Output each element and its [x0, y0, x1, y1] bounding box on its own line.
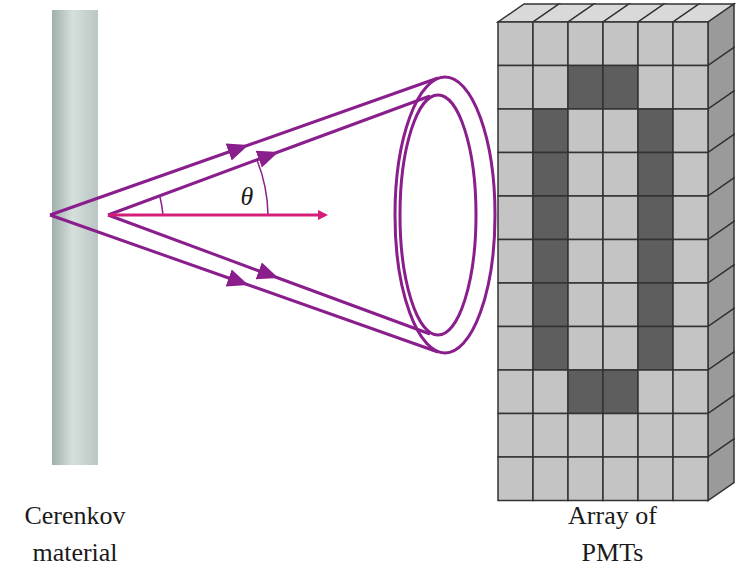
pmt-cell [673, 240, 708, 284]
pmt-cell [673, 22, 708, 66]
pmt-cell [673, 196, 708, 240]
pmt-cell [673, 327, 708, 371]
pmt-cell [638, 66, 673, 110]
pmt-cell [533, 414, 568, 458]
pmt-cell [533, 457, 568, 501]
pmt-cell [603, 327, 638, 371]
angle-label: θ [232, 184, 262, 210]
pmt-cell [603, 283, 638, 327]
pmt-cell [673, 153, 708, 197]
pmt-cell [498, 327, 533, 371]
pmt-cell [568, 22, 603, 66]
pmt-cell [603, 370, 638, 414]
pmt-cell [498, 283, 533, 327]
cerenkov-cone [50, 77, 495, 353]
part-label: Array of PMTs [545, 497, 680, 572]
pmt-cell [568, 153, 603, 197]
pmt-cell [498, 66, 533, 110]
pmt-cell [533, 240, 568, 284]
pmt-cell [568, 457, 603, 501]
pmt-cell [498, 109, 533, 153]
pmt-cell [498, 153, 533, 197]
pmt-cell [533, 66, 568, 110]
pmt-cell [638, 109, 673, 153]
pmt-cell [603, 153, 638, 197]
pmt-cell [638, 240, 673, 284]
pmt-cell [603, 196, 638, 240]
particle-track [108, 214, 325, 217]
pmt-cell [603, 22, 638, 66]
pmt-cell [603, 414, 638, 458]
pmt-cell [638, 370, 673, 414]
pmt-cell [498, 370, 533, 414]
pmt-cell [638, 414, 673, 458]
pmt-cell [568, 414, 603, 458]
pmt-cell [568, 283, 603, 327]
pmt-cell [533, 109, 568, 153]
pmt-cell [498, 414, 533, 458]
pmt-cell [638, 22, 673, 66]
pmt-cell [533, 22, 568, 66]
cerenkov-slab [52, 10, 98, 465]
pmt-cell [498, 196, 533, 240]
pmt-cell [673, 457, 708, 501]
pmt-cell [638, 283, 673, 327]
pmt-cell [568, 109, 603, 153]
pmt-cell [533, 283, 568, 327]
pmt-cell [638, 327, 673, 371]
pmt-cell [603, 457, 638, 501]
pmt-array [498, 4, 734, 501]
pmt-cell [673, 109, 708, 153]
pmt-cell [568, 66, 603, 110]
pmt-cell [603, 66, 638, 110]
pmt-cell [498, 22, 533, 66]
pmt-cell [568, 240, 603, 284]
pmt-cell [673, 370, 708, 414]
pmt-cell [533, 327, 568, 371]
pmt-cell [533, 196, 568, 240]
pmt-cell [568, 196, 603, 240]
pmt-cell [533, 153, 568, 197]
pmt-cell [638, 153, 673, 197]
part-label: Cerenkov material [5, 497, 145, 572]
pmt-cell [673, 414, 708, 458]
pmt-cell [498, 457, 533, 501]
pmt-cell [603, 109, 638, 153]
pmt-cell [568, 327, 603, 371]
pmt-cell [708, 439, 734, 501]
pmt-cell [568, 370, 603, 414]
pmt-cell [603, 240, 638, 284]
pmt-cell [533, 370, 568, 414]
pmt-cell [673, 283, 708, 327]
pmt-cell [673, 66, 708, 110]
pmt-cell [638, 457, 673, 501]
pmt-cell [498, 240, 533, 284]
pmt-cell [638, 196, 673, 240]
